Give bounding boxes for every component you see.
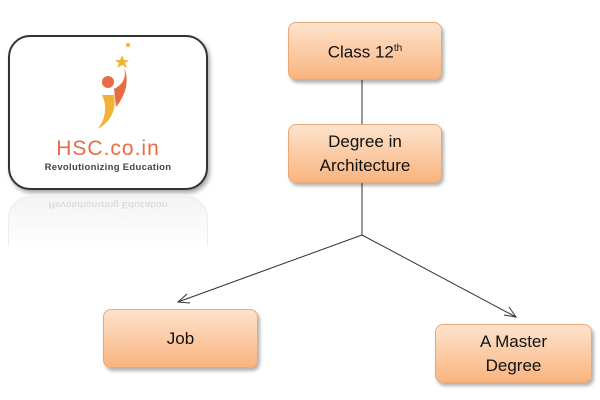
arrow-to-master: [361, 234, 517, 318]
logo: HSC.co.in Revolutionizing Education: [8, 35, 208, 190]
node-class-12: Class 12th: [288, 22, 442, 80]
arrowhead-job: [176, 293, 191, 304]
arrowhead-master: [503, 306, 518, 318]
logo-title: HSC.co.in: [56, 137, 160, 160]
logo-subtitle: Revolutionizing Education: [44, 162, 172, 173]
arrow-to-job: [177, 234, 363, 303]
logo-figure-icon: [98, 43, 130, 129]
node-job: Job: [103, 309, 258, 368]
logo-reflection: Revolutionizing Education: [8, 196, 208, 246]
